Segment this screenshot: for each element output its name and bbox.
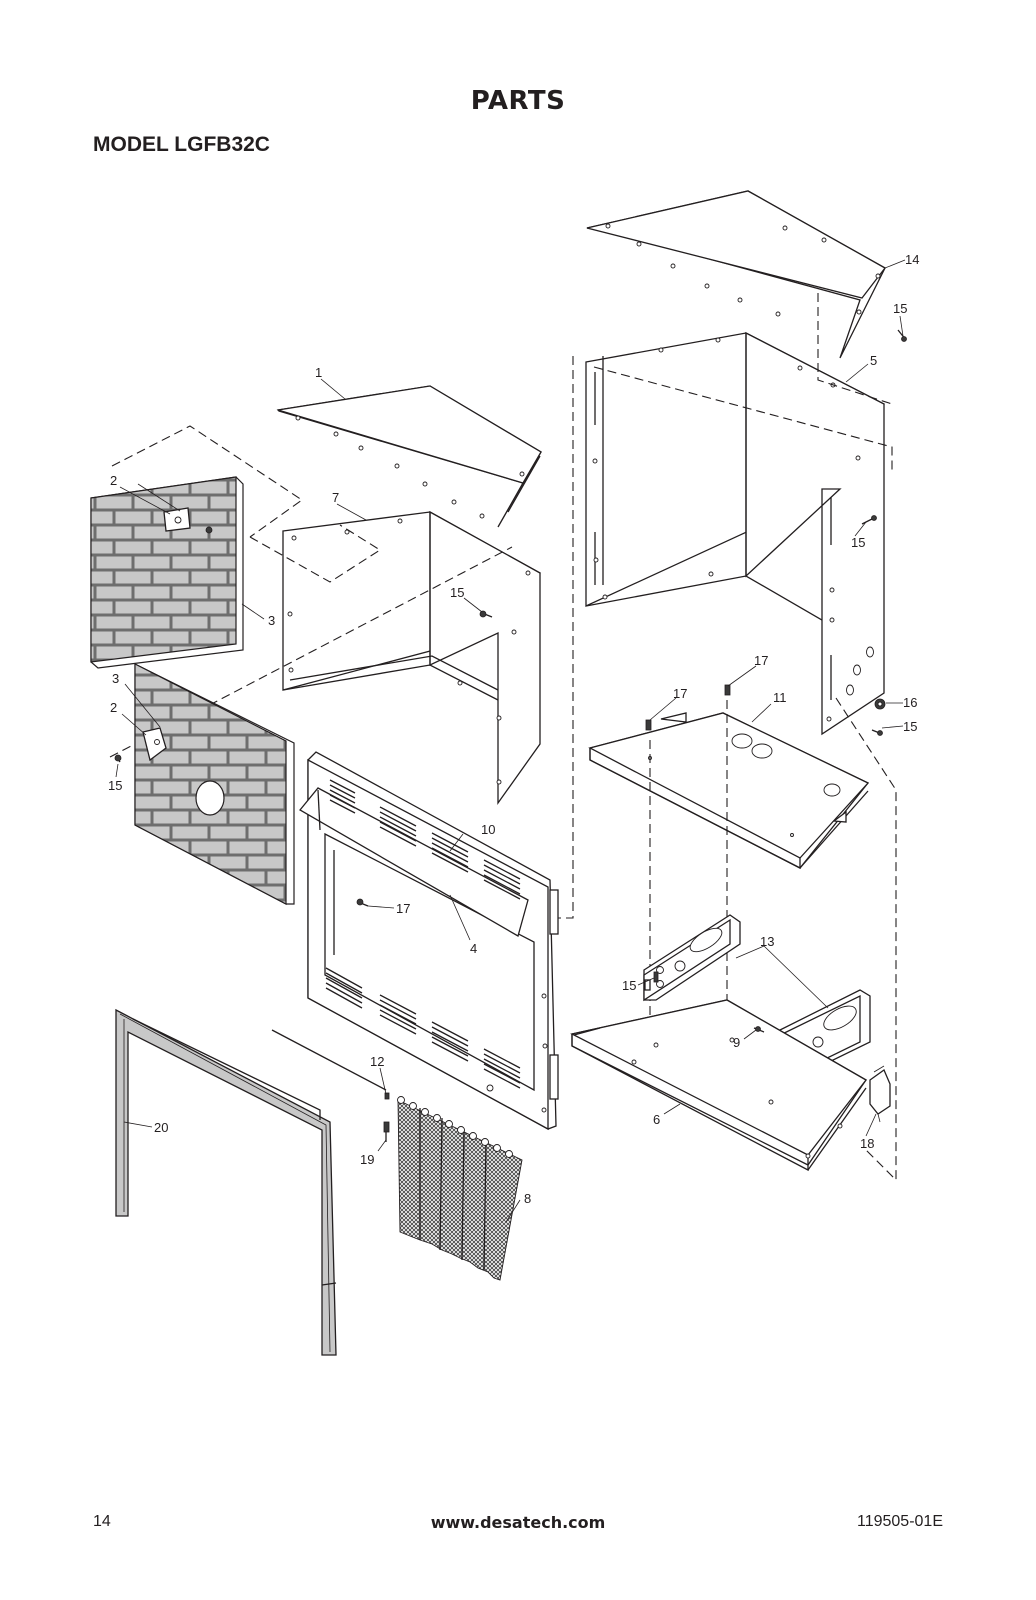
part-11-burner-plate [588,712,870,870]
callout-15: 15 [851,535,865,550]
callout-5: 5 [870,353,877,368]
callout-3: 3 [112,671,119,686]
callout-19: 19 [360,1152,374,1167]
part-6-base-pan [570,999,867,1172]
callout-16: 16 [903,695,917,710]
callout-6: 6 [653,1112,660,1127]
part-15-screw-bracket [653,971,659,983]
part-7-inner-firebox [282,510,541,806]
page-title: PARTS [470,86,566,116]
part-18-switch [869,1065,891,1123]
callout-15: 15 [622,978,636,993]
part-12-screw [384,1092,390,1100]
document-number: 119505-01E [857,1513,943,1530]
part-16-grommet [874,698,886,710]
part-3-dashed-guide-top [111,425,303,538]
callout-10: 10 [481,822,495,837]
callout-7: 7 [332,490,339,505]
part-15-screw-top [897,329,907,342]
callout-14: 14 [905,252,919,267]
callout-15: 15 [450,585,464,600]
part-15-screw-brick [114,754,122,763]
part-8-mesh-curtain [397,1096,523,1281]
part-7-dashed-guide [249,524,382,583]
part-3-brick-panel-side [134,663,295,905]
callout-9: 9 [733,1035,740,1050]
part-13-burner-bracket-left [643,914,741,1002]
callout-11: 11 [773,690,787,705]
callout-4: 4 [470,941,477,956]
callout-8: 8 [524,1191,531,1206]
callout-15: 15 [108,778,122,793]
part-5-dashed-guide-left [556,356,574,919]
callout-2: 2 [110,700,117,715]
part-15-screw-lower [871,729,883,736]
part-12-rod [271,1029,387,1091]
part-17-screw-b [724,684,731,696]
callout-3: 3 [268,613,275,628]
part-3-brick-panel-back [90,476,244,669]
part-6-dashed-guide-right [835,697,897,1182]
part-4-front-frame [299,751,559,1131]
part-1-top-panel [276,385,542,528]
part-15-screw-inner [479,610,493,618]
part-14-dashed-guide [817,293,893,405]
part-14-top-cover [586,190,886,359]
callout-1: 1 [315,365,322,380]
callout-2: 2 [110,473,117,488]
part-15-screw-side [861,515,877,525]
leader-lines [115,259,906,1223]
part-17-screw-frame [356,898,369,907]
model-title: MODEL LGFB32C [93,133,270,156]
part-17-screw-a [645,719,652,731]
page-number: 14 [93,1513,111,1530]
part-19-screw [383,1121,390,1142]
callout-17: 17 [396,901,410,916]
part-5-dashed-guide-top [593,366,893,474]
part-9-screw [753,1026,765,1033]
callout-15: 15 [893,301,907,316]
callout-20: 20 [154,1120,168,1135]
callout-15: 15 [903,719,917,734]
callout-17: 17 [673,686,687,701]
callout-18: 18 [860,1136,874,1151]
part-20-trim-frame [115,1008,337,1356]
callout-13: 13 [760,934,774,949]
website-link[interactable]: www.desatech.com [430,1513,606,1532]
callout-17: 17 [754,653,768,668]
part-5-outer-firebox [585,331,885,736]
callout-12: 12 [370,1054,384,1069]
